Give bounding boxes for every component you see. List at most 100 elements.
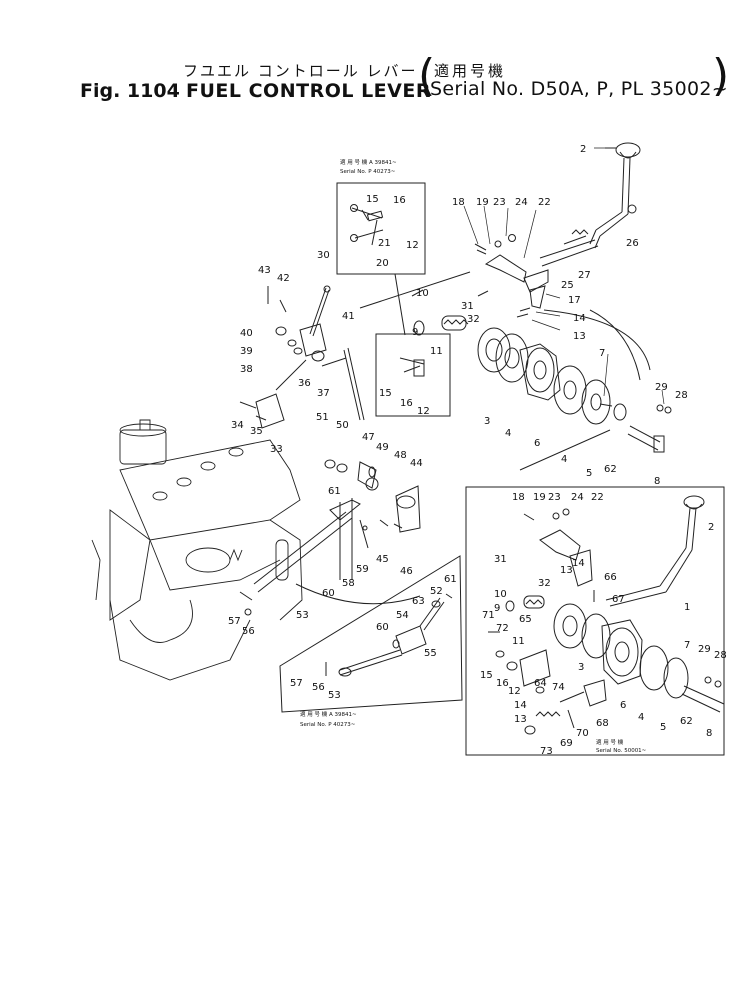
callouts-main: 2 26 27 25 22 24 23 19 18 17 14 13 31 32… [228,144,688,637]
label-part: 53 [328,690,341,701]
label-part: 31 [461,301,474,312]
label-part: 15 [480,670,493,681]
label-part: 31 [494,554,507,565]
label-part: 12 [508,686,521,697]
center-lever-parts [324,459,421,580]
label-part: 48 [394,450,407,461]
label-part: 37 [317,388,330,399]
guide-line [589,309,641,381]
label-part: 5 [586,468,592,479]
note-jp: 適 用 号 機 A 39841~ [340,158,397,166]
label-part: 21 [378,238,391,249]
figure-number: Fig. 1104 [80,80,180,102]
label-part: 24 [571,492,584,503]
bracket-assembly [474,234,549,318]
label-part: 13 [560,565,573,576]
label-part: 12 [406,240,419,251]
callouts-inset-right: 18 19 23 24 22 2 31 14 32 13 66 10 9 67 … [480,492,727,757]
guide-line [519,429,611,471]
label-part: 19 [533,492,546,503]
label-part: 14 [573,313,586,324]
label-part: 42 [277,273,290,284]
label-part: 16 [400,398,413,409]
label-part: 59 [356,564,369,575]
label-part: 9 [494,603,500,614]
label-part: 23 [493,197,506,208]
label-part: 62 [680,716,693,727]
label-part: 45 [376,554,389,565]
label-part: 71 [482,610,495,621]
label-part: 18 [452,197,465,208]
label-part: 56 [312,682,325,693]
label-part: 16 [496,678,509,689]
label-part: 16 [393,195,406,206]
lower-linkage [239,511,421,616]
label-part: 40 [240,328,253,339]
label-part: 63 [412,596,425,607]
label-part: 24 [515,197,528,208]
main-lever [539,142,641,267]
label-part: 29 [655,382,668,393]
label-part: 20 [376,258,389,269]
label-part: 57 [228,616,241,627]
clutch-discs [411,289,672,453]
label-part: 73 [540,746,553,757]
label-part: 54 [396,610,409,621]
label-part: 53 [296,610,309,621]
label-part: 10 [416,288,429,299]
callouts-inset-top: 適 用 号 機 A 39841~ Serial No. P 40273~ 15 … [340,158,419,269]
label-part: 6 [534,438,540,449]
label-part: 61 [444,574,457,585]
label-part: 26 [626,238,639,249]
label-part: 9 [412,327,418,338]
label-part: 60 [322,588,335,599]
label-part: 72 [496,623,509,634]
label-part: 22 [591,492,604,503]
label-part: 28 [714,650,727,661]
label-part: 4 [505,428,511,439]
label-part: 1 [684,602,690,613]
inset-mid-box [375,333,451,417]
label-part: 56 [242,626,255,637]
label-part: 29 [698,644,711,655]
bracket-right: ) [712,50,730,101]
note-jp: 適 用 号 機 [596,738,624,746]
inset-right-box [465,486,725,756]
label-part: 46 [400,566,413,577]
label-part: 51 [316,412,329,423]
label-part: 28 [675,390,688,401]
label-part: 64 [534,678,547,689]
label-part: 4 [561,454,567,465]
label-part: 61 [328,486,341,497]
label-part: 44 [410,458,423,469]
label-part: 55 [424,648,437,659]
label-part: 50 [336,420,349,431]
guide-line [359,271,471,309]
note-serial: Serial No. P 40273~ [340,169,396,175]
label-part: 14 [572,558,585,569]
label-part: 3 [484,416,490,427]
label-part: 7 [599,348,605,359]
leader-lines [463,147,665,405]
label-part: 58 [342,578,355,589]
label-part: 43 [258,265,271,276]
label-part: 60 [376,622,389,633]
label-part: 4 [638,712,644,723]
engine-sketch [91,419,303,681]
label-part: 10 [494,589,507,600]
label-part: 38 [240,364,253,375]
label-part: 8 [654,476,660,487]
note-serial: Serial No. P 40273~ [300,722,356,728]
label-part: 39 [240,346,253,357]
callouts-inset-bottom: 63 52 61 54 60 55 57 56 53 適 用 号 機 A 398… [290,574,457,728]
label-part: 14 [514,700,527,711]
label-part: 49 [376,442,389,453]
label-part: 74 [552,682,565,693]
label-part: 15 [366,194,379,205]
label-part: 67 [612,594,625,605]
label-part: 62 [604,464,617,475]
note-jp: 適 用 号 機 A 39841~ [300,710,357,718]
rod-assembly [239,285,365,429]
label-part: 17 [568,295,581,306]
